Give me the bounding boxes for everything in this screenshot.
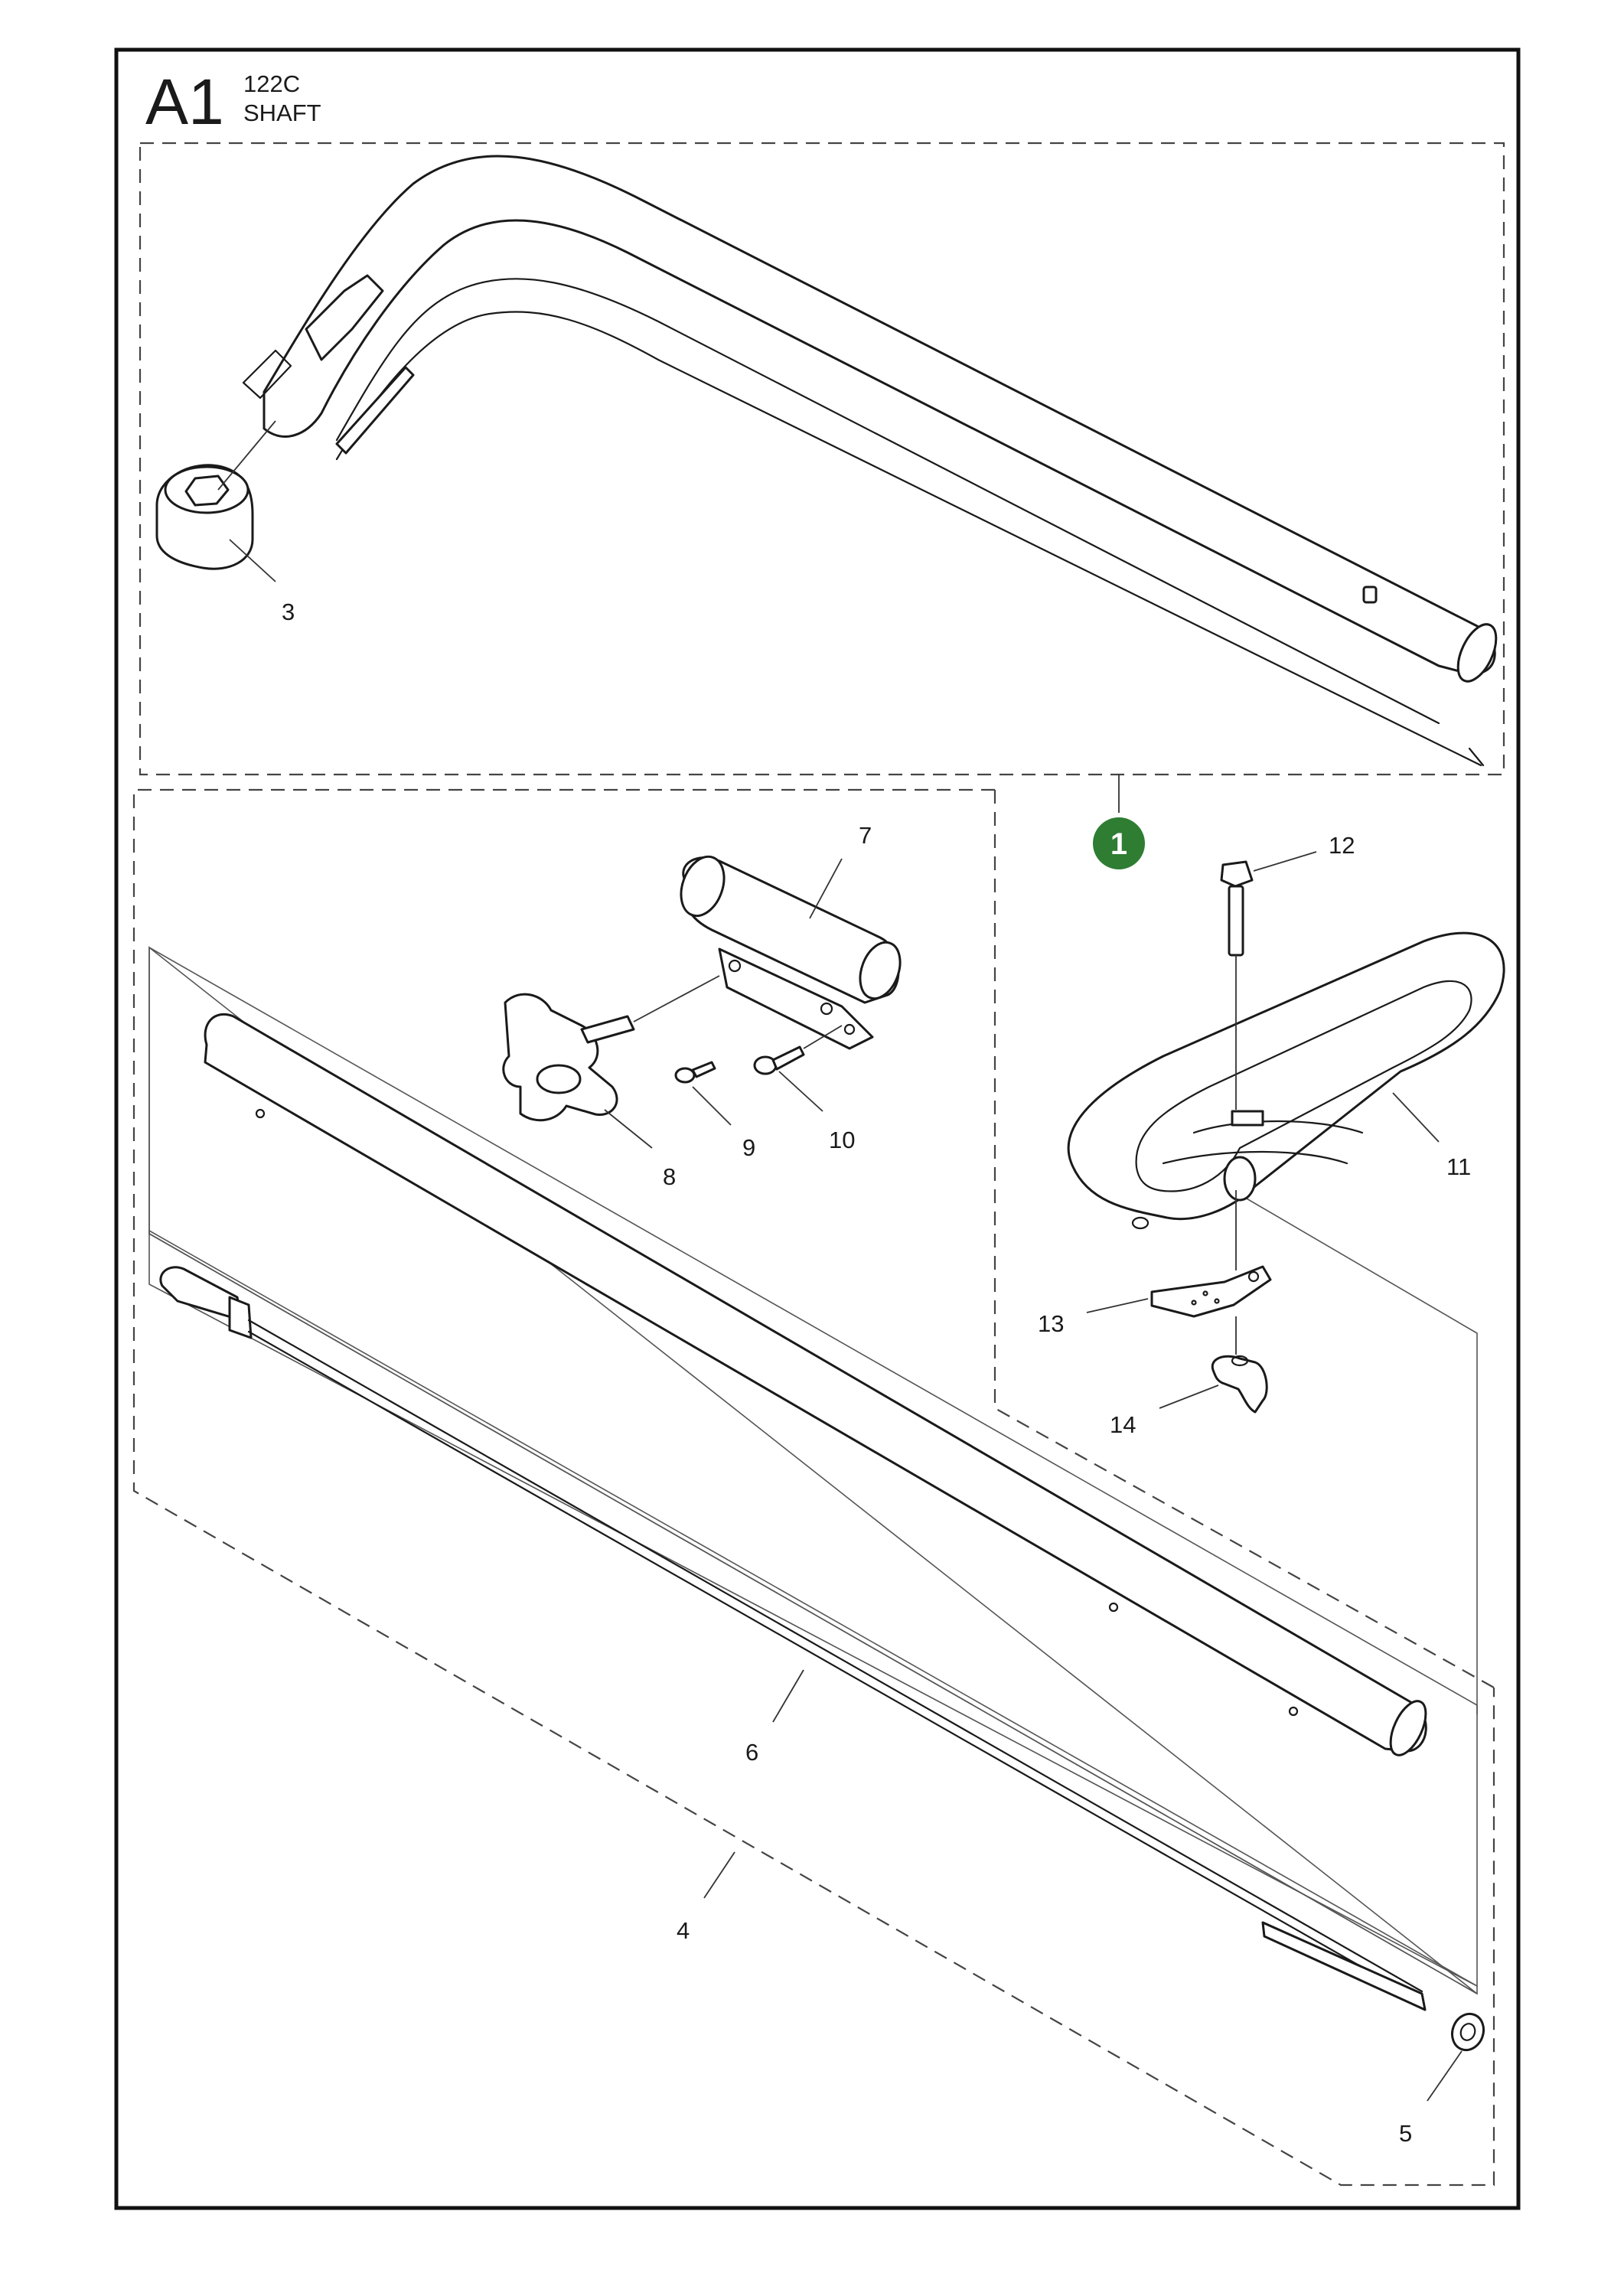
upper-assembly-boundary [139, 142, 1505, 776]
bent-shaft-end-opening [1456, 623, 1498, 683]
clamp-coupling [680, 855, 902, 1050]
coupling-nut [155, 420, 276, 570]
driveshaft-guide-plane [148, 1229, 1478, 1987]
drive-shaft [159, 1266, 1427, 2011]
model-label: 122C [243, 70, 300, 97]
group-name-label: SHAFT [243, 99, 321, 126]
leader-part-6 [772, 1669, 804, 1723]
callout-part-10: 10 [829, 1127, 855, 1153]
leader-part-7 [809, 858, 843, 919]
callout-part-3: 3 [282, 598, 295, 625]
handle-bolt [1220, 860, 1254, 1110]
assembly-1-badge [1093, 817, 1145, 869]
callout-part-12: 12 [1329, 832, 1355, 859]
bent-shaft-clamp [305, 274, 384, 361]
callout-part-7: 7 [859, 822, 872, 849]
callout-part-13: 13 [1038, 1310, 1064, 1337]
leader-part-10 [778, 1071, 823, 1112]
leader-part-4 [703, 1851, 735, 1899]
callout-part-8: 8 [663, 1163, 676, 1190]
bent-shaft-locating-pin [1362, 585, 1378, 604]
leader-part-9 [692, 1086, 732, 1126]
handle-assembly-boundary [993, 790, 1495, 1688]
leader-part-11 [1392, 1092, 1440, 1143]
straight-tube [204, 1013, 1427, 1756]
loop-handle [1067, 931, 1505, 1230]
bent-shaft-inner-curve [335, 278, 1440, 725]
leader-part-8 [604, 1109, 653, 1149]
handle-mount-guide [1231, 1189, 1478, 1714]
callout-part-6: 6 [745, 1739, 758, 1766]
wing-nut [1211, 1316, 1268, 1414]
bent-shaft-spline-end [335, 366, 415, 455]
leader-part-5 [1427, 2050, 1463, 2102]
bent-shaft-tube [263, 155, 1496, 675]
callout-part-5: 5 [1399, 2120, 1412, 2147]
bent-shaft-assembly [242, 155, 1498, 767]
leader-part-14 [1159, 1384, 1219, 1409]
star-washer [1450, 2012, 1485, 2052]
callout-part-4: 4 [677, 1917, 690, 1944]
leader-part-13 [1086, 1298, 1149, 1313]
handle-clamp-bracket [1150, 1190, 1272, 1318]
callout-part-9: 9 [742, 1134, 755, 1161]
lower-assembly-boundary [132, 788, 1495, 2187]
screw-small [674, 1061, 716, 1084]
assembly-1-badge-label: 1 [1110, 827, 1127, 861]
callout-part-14: 14 [1110, 1411, 1136, 1438]
leader-part-12 [1253, 851, 1317, 872]
star-knob [502, 975, 720, 1122]
callout-part-11: 11 [1446, 1153, 1471, 1180]
handle-guide-plane [148, 946, 1478, 1994]
leader-part-3 [229, 539, 276, 582]
screw-with-washer [753, 1025, 843, 1075]
page-frame [114, 47, 1521, 2210]
section-code: A1 [145, 66, 224, 138]
